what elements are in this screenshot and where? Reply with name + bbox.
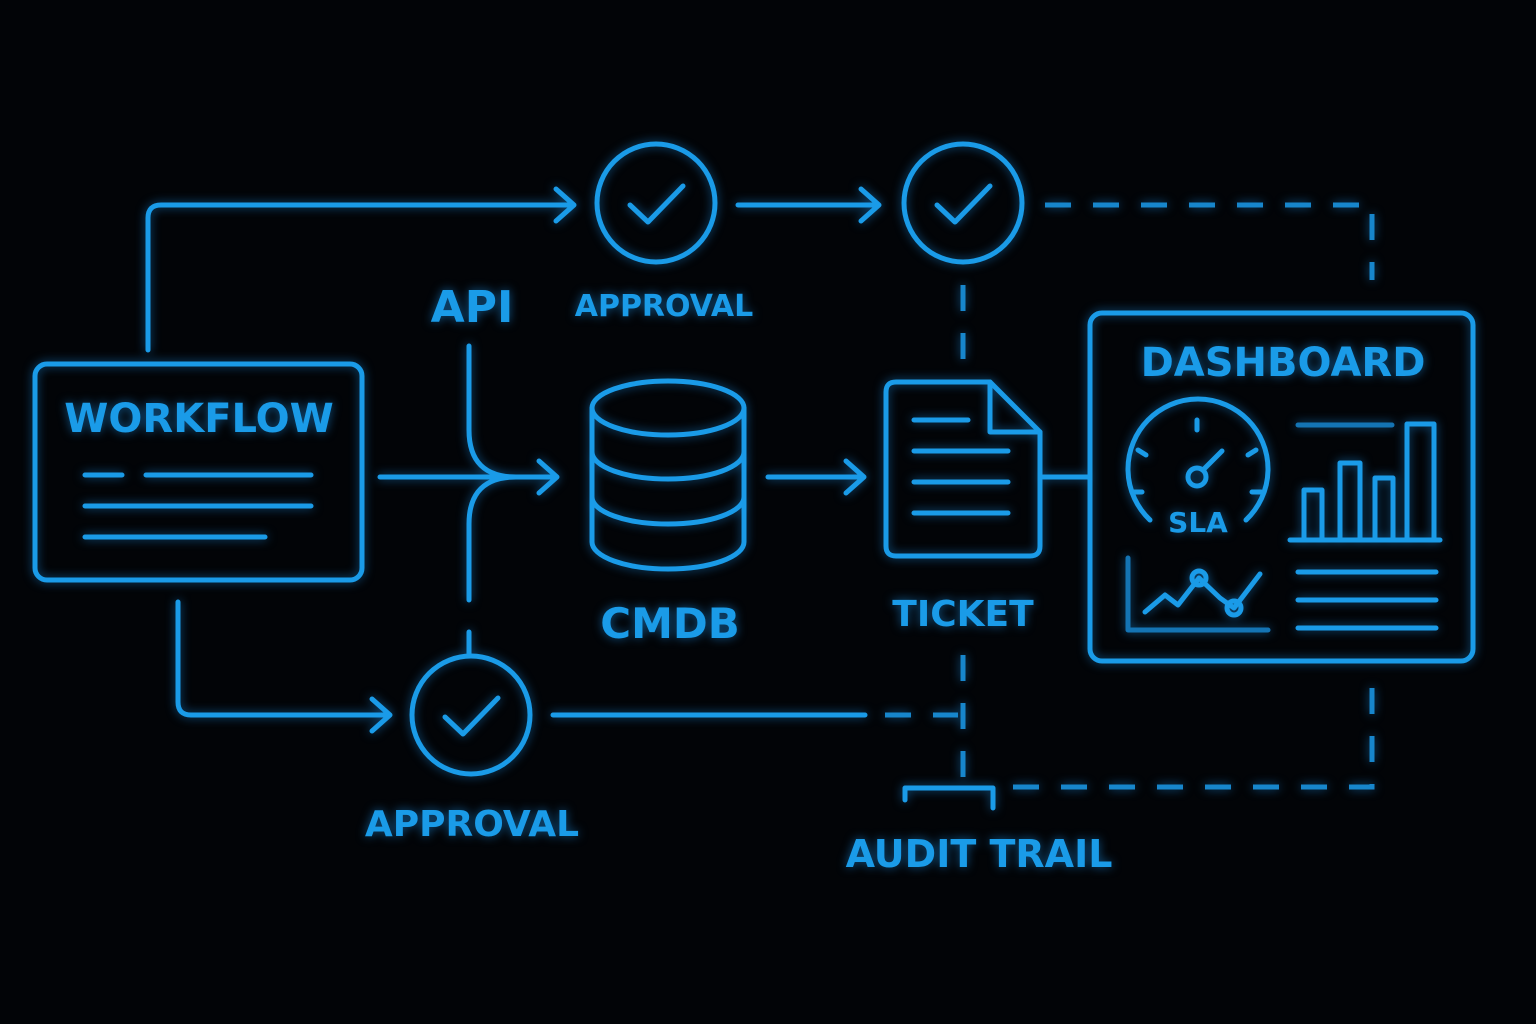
arrow-head [369, 696, 393, 734]
workflow-text-lines [82, 472, 314, 540]
workflow-node: WORKFLOW [32, 361, 365, 583]
cmdb-node: CMDB [589, 378, 747, 648]
approval-bottom-label: APPROVAL [365, 804, 579, 845]
check-circle-icon [901, 141, 1025, 265]
arrow-head [858, 186, 882, 224]
api-label: API [431, 282, 514, 333]
approval-top-label: APPROVAL [575, 289, 754, 324]
gauge-icon: SLA [1125, 396, 1271, 539]
workflow-label: WORKFLOW [64, 396, 333, 442]
connector-workflow-to-approval-bottom [175, 599, 391, 718]
dashed-connector-check-to-dashboard [1045, 202, 1375, 280]
approval-top-node: APPROVAL [575, 141, 754, 324]
audit-trail-label: AUDIT TRAIL [846, 832, 1113, 876]
line-chart-icon [1125, 555, 1271, 633]
ticket-label: TICKET [892, 594, 1034, 635]
check-circle-icon [409, 653, 533, 777]
connector-approval-merge [466, 474, 519, 603]
dashboard-text-lines [1295, 569, 1439, 631]
ticket-node: TICKET [883, 379, 1043, 635]
checkmark [934, 183, 993, 225]
checkmark [627, 183, 686, 225]
check-circle-icon [594, 141, 718, 265]
dashboard-label: DASHBOARD [1141, 340, 1426, 386]
bar-chart-icon [1287, 421, 1443, 543]
approval-bottom-node: APPROVAL [365, 653, 579, 845]
sla-label: SLA [1168, 506, 1228, 539]
audit-trail-bracket [902, 785, 996, 811]
dashboard-box [1087, 310, 1476, 664]
workflow-box [32, 361, 365, 583]
document-icon [883, 379, 1043, 559]
arrow-head [843, 458, 867, 496]
check-node [901, 141, 1025, 265]
connector-workflow-to-approval-top [145, 202, 575, 353]
arrow-head [553, 186, 577, 224]
checkmark [442, 695, 501, 737]
dashboard-node: DASHBOARD SLA [1087, 310, 1476, 664]
database-icon [589, 378, 747, 572]
cmdb-label: CMDB [600, 599, 740, 648]
dashed-connector-dashboard-to-audit [1000, 688, 1375, 790]
arrow-head [536, 458, 560, 496]
connector-api-merge [466, 343, 519, 480]
